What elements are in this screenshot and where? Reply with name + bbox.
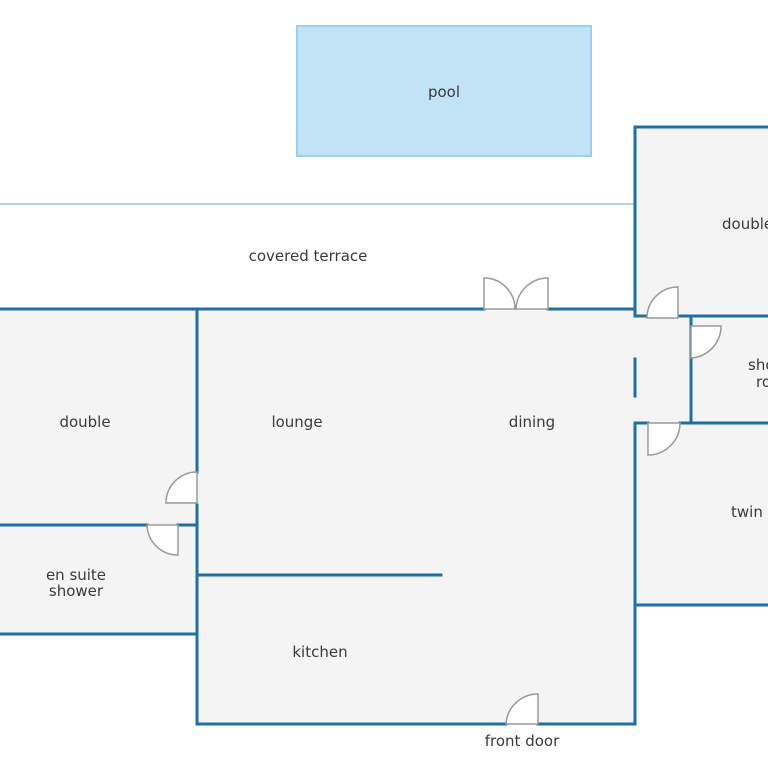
pool-area	[296, 25, 592, 157]
hallway	[635, 316, 691, 423]
en-suite-label-line1: en suite	[46, 566, 106, 584]
double-right-label: double	[722, 215, 768, 233]
lounge-label: lounge	[271, 413, 322, 431]
double-left-label: double	[59, 413, 110, 431]
walls	[0, 125, 768, 726]
shower-room-label-line2: room	[756, 373, 768, 391]
main-living-area	[197, 309, 635, 724]
kitchen-label: kitchen	[292, 643, 347, 661]
dining-label: dining	[509, 413, 555, 431]
twin-label: twin	[731, 503, 763, 521]
covered-terrace-label: covered terrace	[249, 247, 368, 265]
en-suite-label-line2: shower	[49, 582, 104, 600]
double-right-room	[635, 127, 768, 316]
front-door	[505, 693, 539, 725]
doors	[146, 277, 722, 725]
pool-label: pool	[428, 83, 460, 101]
shower-room-label-line1: shower	[748, 356, 768, 374]
front-door-label: front door	[485, 732, 560, 750]
double-left-room	[0, 309, 197, 525]
